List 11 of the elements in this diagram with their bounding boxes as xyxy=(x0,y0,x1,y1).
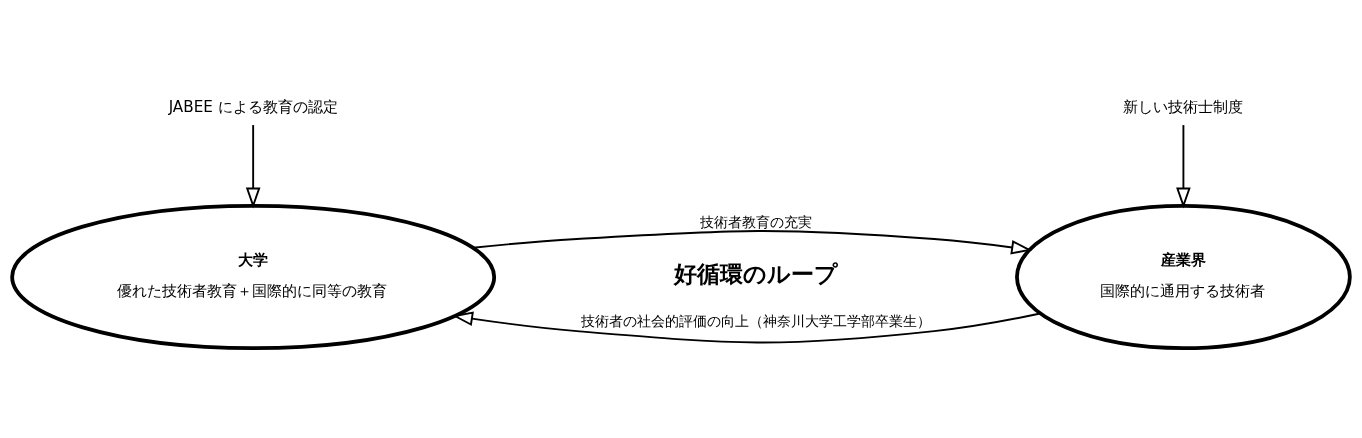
label: 好循環のループ xyxy=(674,260,839,287)
node-ellipse: 大学 優れた技術者教育＋国際的に同等の教育 xyxy=(10,203,497,350)
edge-label: 技術者教育の充実 xyxy=(699,213,812,230)
arrow xyxy=(452,310,1042,343)
arrow xyxy=(1176,123,1191,209)
node-text: JABEE による教育の認定 xyxy=(168,97,338,116)
arrow xyxy=(472,229,1033,255)
arrow xyxy=(245,123,261,209)
edge-label: 技術者の社会的評価の向上（神奈川大学工学部卒業生） xyxy=(580,312,931,329)
node-ellipse: 産業界 国際的に通用する技術者 xyxy=(1015,203,1352,350)
node-text: 新しい技術士制度 xyxy=(1123,97,1244,116)
